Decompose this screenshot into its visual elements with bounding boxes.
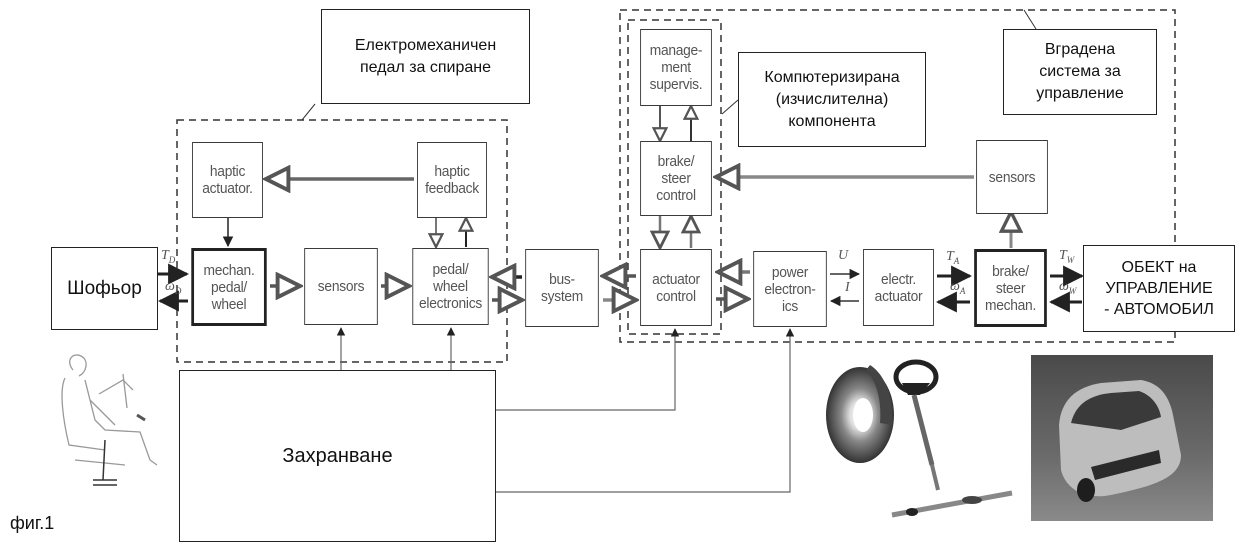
actuator-control-block: actuator control xyxy=(640,249,712,326)
signal-td-sub: D xyxy=(168,254,176,265)
signal-wd: ωD xyxy=(165,279,181,296)
computing-callout-leader xyxy=(721,99,739,115)
driver-box: Шофьор xyxy=(51,247,158,330)
bus-system-block: bus- system xyxy=(525,249,599,327)
signal-wd-main: ω xyxy=(165,279,175,294)
signal-td-main: T xyxy=(161,248,169,263)
electr-actuator-block: electr. actuator xyxy=(863,249,934,326)
pedal-wheel-electronics-block: pedal/ wheel electronics xyxy=(412,248,489,325)
callout-computing-component: Компютеризирана (изчислителна) компонент… xyxy=(738,52,926,147)
signal-tw: TW xyxy=(1059,248,1074,265)
callout-electromechanical-pedal: Електромеханичен педал за спиране xyxy=(321,9,530,104)
callout-embedded-system: Вградена система за управление xyxy=(1003,29,1157,115)
haptic-actuator-block: haptic actuator. xyxy=(192,142,263,218)
signal-td: TD xyxy=(161,248,175,265)
embedded-callout-leader xyxy=(1023,9,1037,30)
car-image xyxy=(1031,355,1213,521)
signal-wd-sub: D xyxy=(174,285,182,296)
supply-to-actctrl xyxy=(496,328,680,411)
sensors-pedal-block: sensors xyxy=(304,248,378,325)
mechan-pedal-wheel-block: mechan. pedal/ wheel xyxy=(191,248,267,326)
management-supervision-block: manage- ment supervis. xyxy=(640,29,712,106)
signal-i: I xyxy=(845,280,850,296)
signal-tw-sub: W xyxy=(1066,254,1075,265)
signal-tw-main: T xyxy=(1059,248,1067,263)
signal-ww: ωW xyxy=(1059,279,1076,296)
signal-u: U xyxy=(838,248,848,264)
embedded-system-boundary xyxy=(619,9,1176,343)
steering-column-image xyxy=(891,359,1013,518)
figure-label: фиг.1 xyxy=(10,513,55,533)
sensors-vehicle-block: sensors xyxy=(976,140,1048,214)
power-electronics-block: power electron- ics xyxy=(753,251,827,327)
signal-ww-sub: W xyxy=(1068,285,1077,296)
signal-i-main: I xyxy=(845,280,850,295)
signal-ta: TA xyxy=(946,249,959,266)
haptic-feedback-block: haptic feedback xyxy=(417,142,487,218)
signal-wa-sub: A xyxy=(959,285,966,296)
pedal-callout-leader xyxy=(301,103,316,121)
brake-steer-control-block: brake/ steer control xyxy=(640,141,712,216)
supply-to-powerel xyxy=(496,328,795,493)
signal-ta-main: T xyxy=(946,249,954,264)
signal-ww-main: ω xyxy=(1059,279,1069,294)
signal-wa-main: ω xyxy=(950,279,960,294)
signal-wa: ωA xyxy=(950,279,965,296)
power-supply-box: Захранване xyxy=(179,370,496,542)
brake-disc-image xyxy=(826,365,894,463)
brake-steer-mechan-block: brake/ steer mechan. xyxy=(974,249,1047,327)
pedal-group-boundary xyxy=(176,119,508,363)
vehicle-box: ОБЕКТ на УПРАВЛЕНИЕ - АВТОМОБИЛ xyxy=(1083,245,1235,332)
driver-seat-sketch-image xyxy=(61,354,158,486)
signal-u-main: U xyxy=(838,248,849,263)
signal-ta-sub: A xyxy=(953,255,960,266)
